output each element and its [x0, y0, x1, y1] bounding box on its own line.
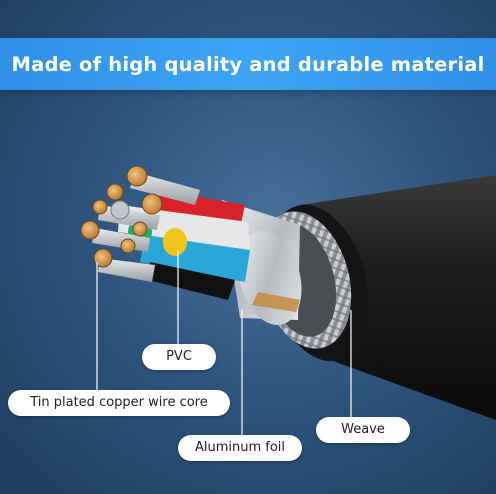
label-tin-plated-copper-core: Tin plated copper wire core: [8, 390, 230, 416]
aluminum-foil-layer: [222, 200, 302, 326]
label-aluminum-foil: Aluminum foil: [178, 435, 302, 461]
header-banner: Made of high quality and durable materia…: [0, 38, 496, 90]
banner-title: Made of high quality and durable materia…: [11, 52, 485, 76]
label-weave: Weave: [316, 417, 410, 443]
copper-strands: [80, 165, 200, 282]
label-pvc: PVC: [142, 344, 216, 370]
leader-lines: [96, 250, 352, 435]
